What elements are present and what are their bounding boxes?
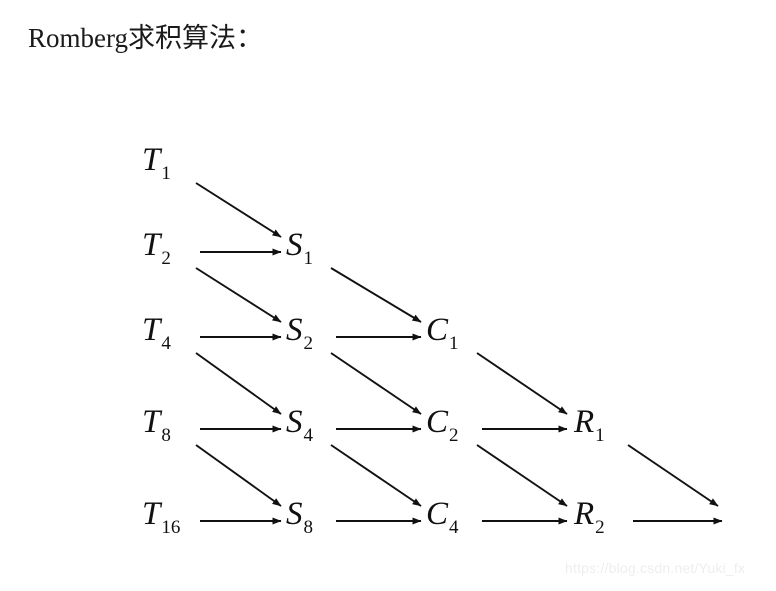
node-C2: C2 (426, 404, 459, 446)
edge-T2-S2 (195, 267, 282, 323)
edge-R1-next (627, 444, 719, 507)
node-T1: T1 (142, 142, 171, 184)
node-R1: R1 (573, 404, 605, 446)
watermark: https://blog.csdn.net/Yuki_fx (565, 560, 746, 576)
node-R2: R2 (573, 496, 605, 538)
node-T2: T2 (142, 227, 171, 269)
node-C1: C1 (426, 312, 459, 354)
edge-T1-S1 (195, 182, 282, 238)
node-S8: S8 (286, 496, 313, 538)
edge-T8-S8 (195, 444, 282, 507)
edge-C2-R2 (476, 444, 568, 507)
node-T4: T4 (142, 312, 171, 354)
edges-group (195, 182, 723, 525)
node-T16: T16 (142, 496, 180, 538)
node-S1: S1 (286, 227, 313, 269)
node-T8: T8 (142, 404, 171, 446)
node-S4: S4 (286, 404, 314, 446)
edge-S2-C2 (330, 352, 422, 415)
page-title: Romberg求积算法： (28, 23, 263, 53)
node-C4: C4 (426, 496, 459, 538)
node-S2: S2 (286, 312, 313, 354)
edge-C1-R1 (476, 352, 568, 415)
edge-S1-C1 (330, 267, 422, 323)
edge-S4-C4 (330, 444, 422, 507)
edge-T4-S4 (195, 352, 282, 415)
